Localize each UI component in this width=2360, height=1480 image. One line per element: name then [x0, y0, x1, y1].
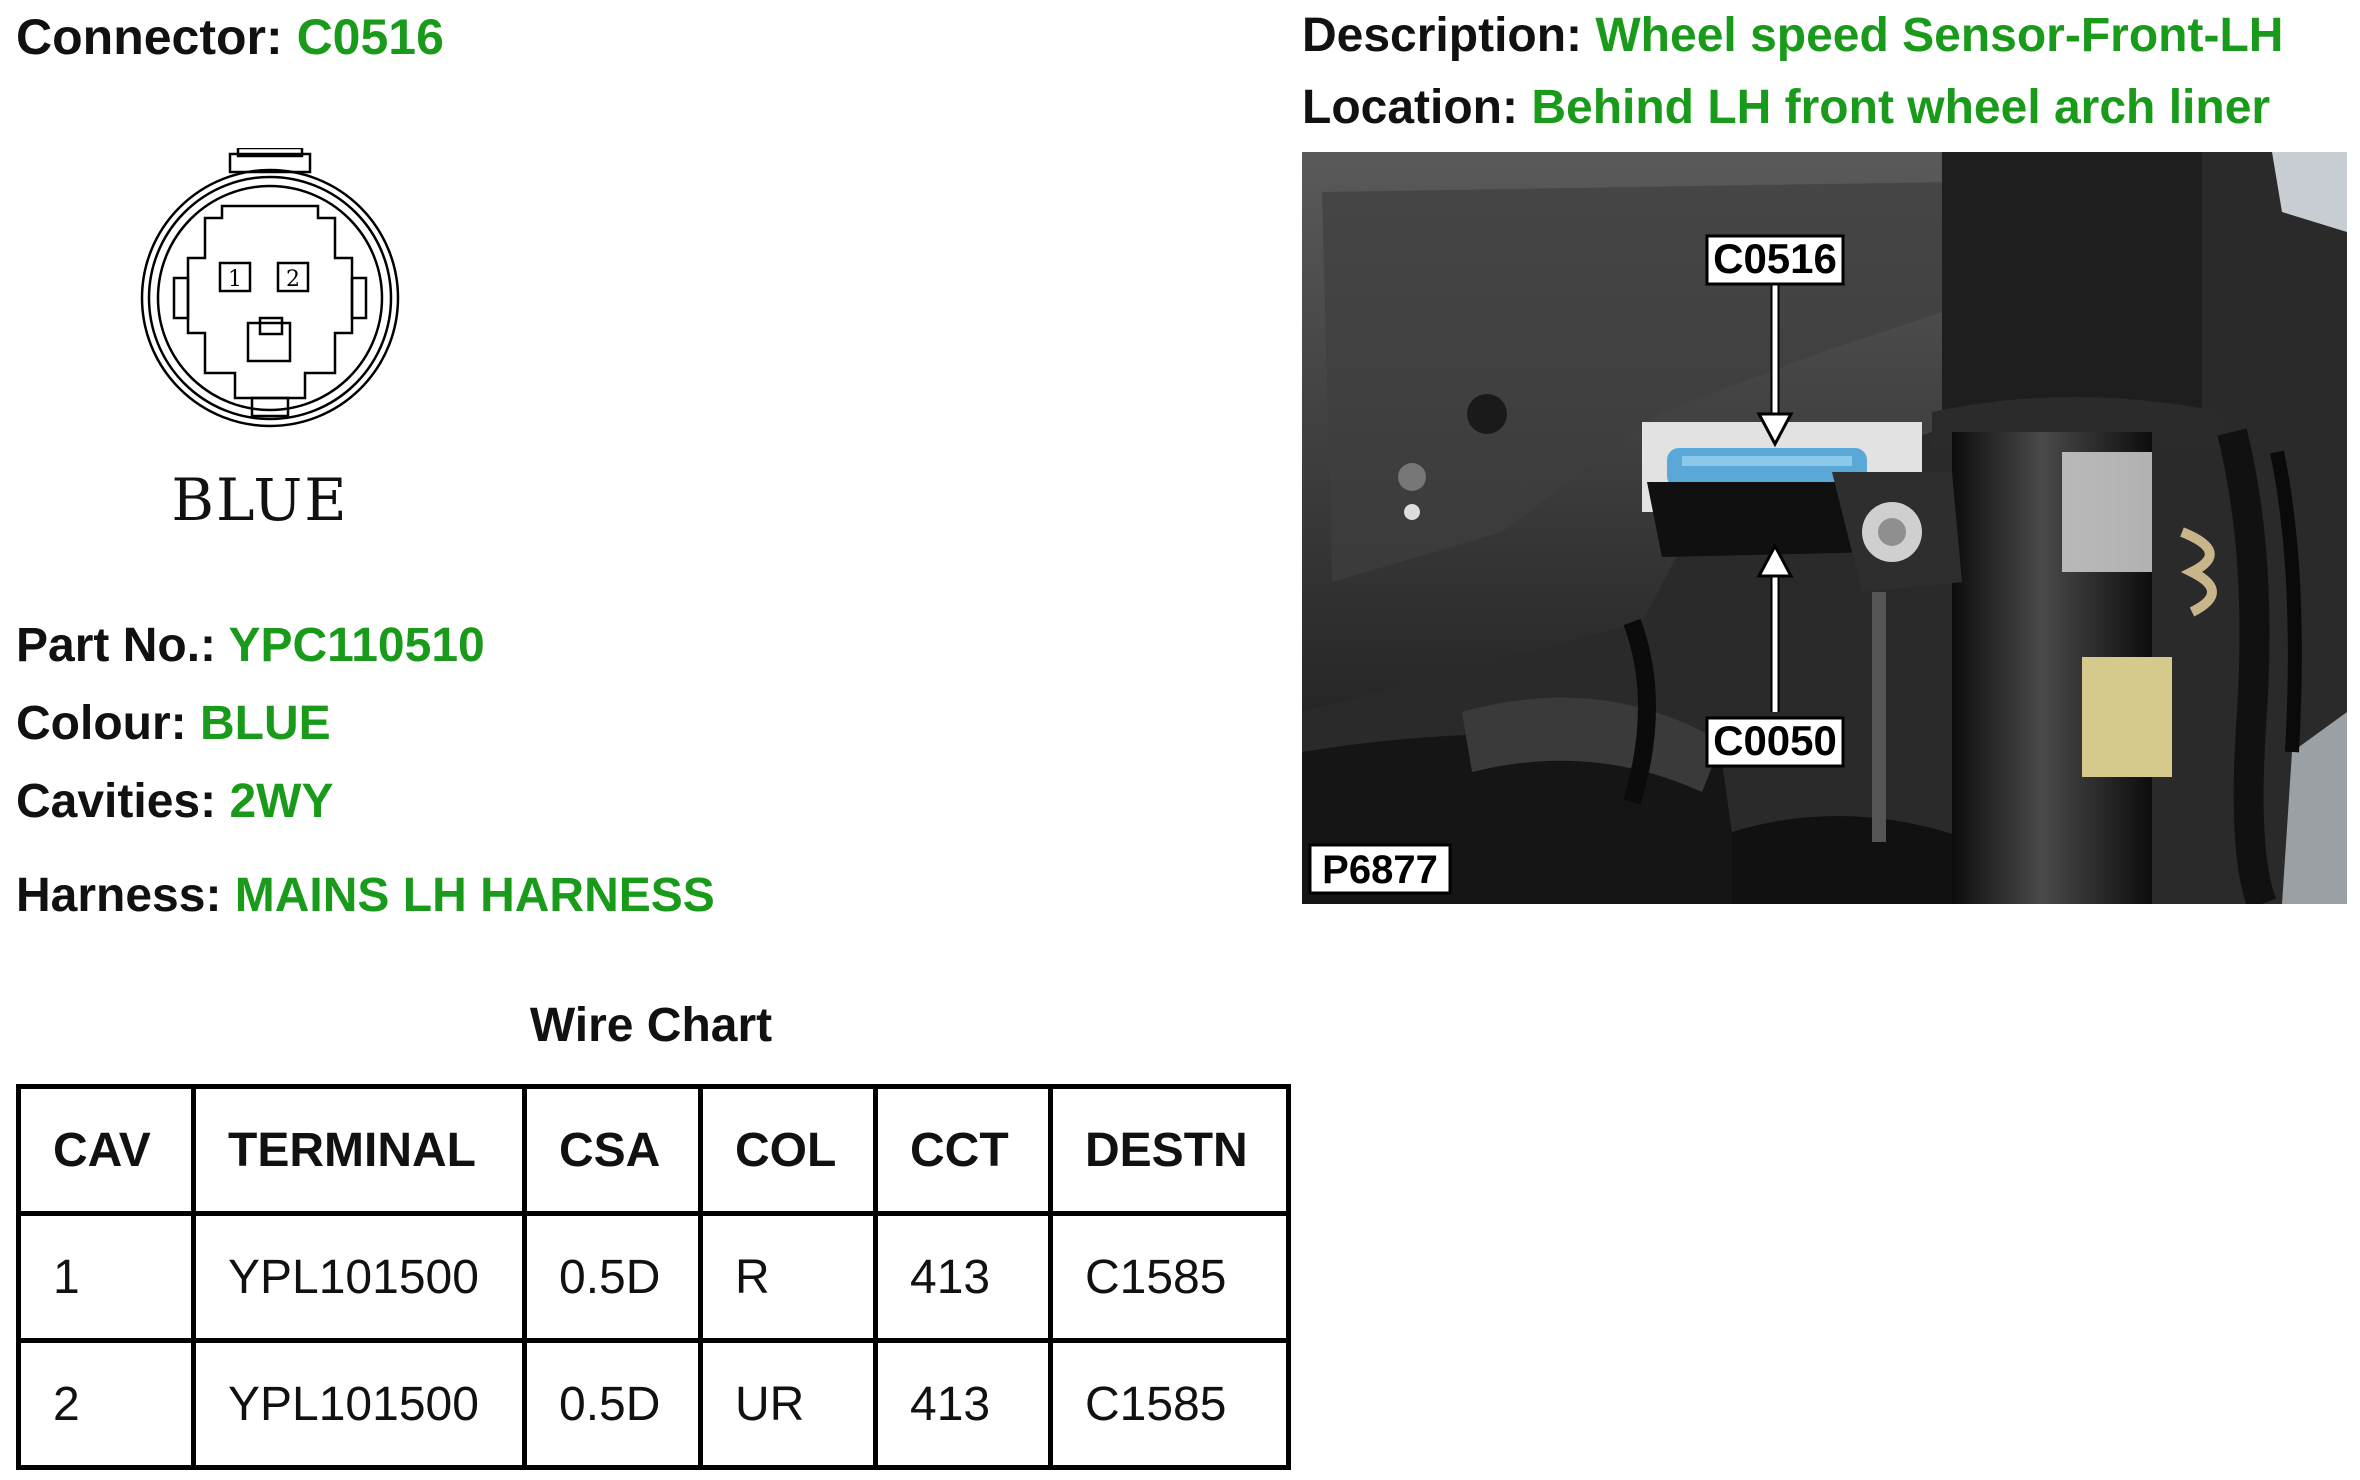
header-terminal: TERMINAL: [191, 1084, 527, 1216]
harness-value: MAINS LH HARNESS: [234, 869, 715, 922]
cell-cct: 413: [873, 1211, 1053, 1343]
cell-cav: 2: [16, 1338, 196, 1470]
header-cct: CCT: [873, 1084, 1053, 1216]
location-field: Location: Behind LH front wheel arch lin…: [1302, 80, 2270, 135]
cell-col: UR: [698, 1338, 878, 1470]
cavities-label: Cavities:: [16, 775, 217, 828]
header-col: COL: [698, 1084, 878, 1216]
cell-terminal: YPL101500: [191, 1211, 527, 1343]
cell-csa: 0.5D: [522, 1338, 703, 1470]
part-value: YPC110510: [228, 619, 485, 672]
table-row: 2 YPL101500 0.5D UR 413 C1585: [16, 1338, 1291, 1470]
header-destn: DESTN: [1048, 1084, 1291, 1216]
cell-destn: C1585: [1048, 1211, 1291, 1343]
cavities-field: Cavities: 2WY: [16, 774, 333, 829]
part-field: Part No.: YPC110510: [16, 618, 485, 673]
harness-field: Harness: MAINS LH HARNESS: [16, 868, 715, 923]
part-label: Part No.:: [16, 619, 217, 672]
connector-diagram: 1 2: [130, 146, 410, 438]
cell-csa: 0.5D: [522, 1211, 703, 1343]
location-value: Behind LH front wheel arch liner: [1531, 81, 2271, 134]
cavity-2-label: 2: [286, 267, 300, 292]
wire-chart-title: Wire Chart: [529, 999, 773, 1052]
connector-field: Connector: C0516: [16, 8, 444, 66]
callout-bottom-box: [1705, 716, 1845, 768]
colour-field: Colour: BLUE: [16, 696, 331, 751]
cell-col: R: [698, 1211, 878, 1343]
cavity-1-label: 1: [228, 267, 242, 292]
callout-bottom-label: C0050: [1713, 717, 1837, 764]
colour-label: Colour:: [16, 697, 187, 750]
callout-top-box: [1705, 234, 1845, 286]
harness-label: Harness:: [16, 869, 222, 922]
description-label: Description:: [1302, 9, 1583, 62]
connector-label: Connector:: [16, 9, 283, 65]
cell-destn: C1585: [1048, 1338, 1291, 1470]
table-row: 1 YPL101500 0.5D R 413 C1585: [16, 1211, 1291, 1343]
description-field: Description: Wheel speed Sensor-Front-LH: [1302, 8, 2283, 63]
connector-value: C0516: [296, 9, 444, 65]
table-header-row: CAV TERMINAL CSA COL CCT DESTN: [16, 1084, 1291, 1216]
description-value: Wheel speed Sensor-Front-LH: [1595, 9, 2284, 62]
colour-value: BLUE: [199, 697, 331, 750]
cavities-value: 2WY: [229, 775, 334, 828]
cell-cav: 1: [16, 1211, 196, 1343]
wire-chart-table: CAV TERMINAL CSA COL CCT DESTN 1 YPL1015…: [16, 1084, 1291, 1470]
header-csa: CSA: [522, 1084, 703, 1216]
location-photo: C0516 C0050 P6877: [1302, 152, 2347, 904]
header-cav: CAV: [16, 1084, 196, 1216]
photo-id-label: P6877: [1322, 848, 1438, 892]
connector-colour-label: BLUE: [171, 466, 349, 534]
cell-cct: 413: [873, 1338, 1053, 1470]
callout-top-label: C0516: [1713, 235, 1837, 282]
cavity-1-box: [218, 261, 252, 293]
cell-terminal: YPL101500: [191, 1338, 527, 1470]
photo-id-box: [1308, 843, 1452, 895]
cavity-2-box: [276, 261, 310, 293]
location-label: Location:: [1302, 81, 1518, 134]
